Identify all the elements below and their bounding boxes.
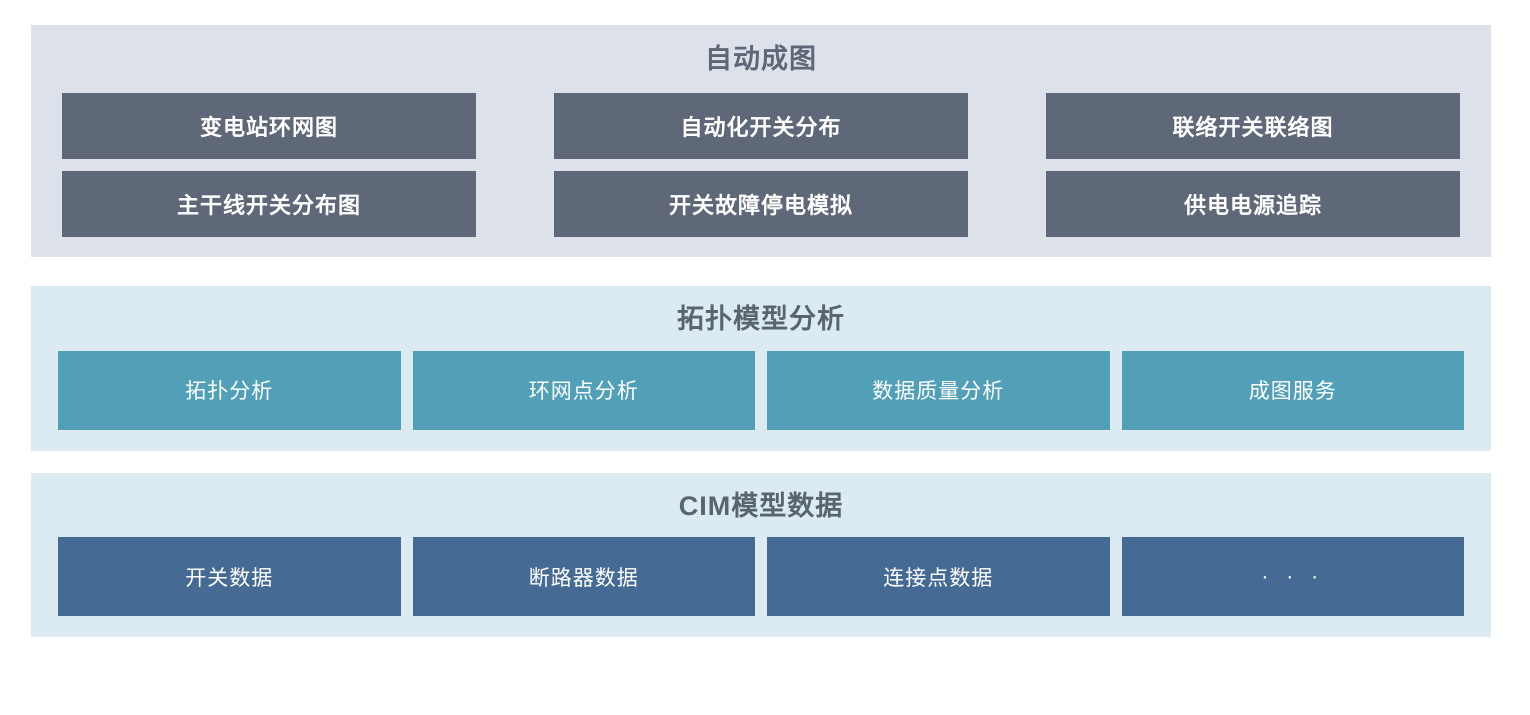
- section-topology-model-analysis: 拓扑模型分析 拓扑分析 环网点分析 数据质量分析 成图服务: [31, 285, 1491, 451]
- section-auto-mapping: 自动成图 变电站环网图 自动化开关分布 联络开关联络图 主干线开关分布图 开关故…: [31, 25, 1491, 257]
- section-title-topology-model-analysis: 拓扑模型分析: [677, 303, 845, 334]
- architecture-diagram: 自动成图 变电站环网图 自动化开关分布 联络开关联络图 主干线开关分布图 开关故…: [31, 25, 1491, 638]
- tile-mapping-service[interactable]: 成图服务: [1121, 350, 1464, 430]
- tile-ring-network-point-analysis[interactable]: 环网点分析: [412, 350, 755, 430]
- section-cim-model-data: CIM模型数据 开关数据 断路器数据 连接点数据 · · ·: [31, 472, 1491, 638]
- auto-mapping-row-1: 变电站环网图 自动化开关分布 联络开关联络图: [62, 92, 1460, 159]
- auto-mapping-row-2: 主干线开关分布图 开关故障停电模拟 供电电源追踪: [62, 170, 1460, 237]
- tile-substation-ring-network-diagram[interactable]: 变电站环网图: [62, 92, 476, 159]
- tile-trunk-line-switch-distribution-diagram[interactable]: 主干线开关分布图: [62, 170, 476, 237]
- tile-switch-data[interactable]: 开关数据: [58, 537, 401, 617]
- tile-data-quality-analysis[interactable]: 数据质量分析: [767, 350, 1110, 430]
- tile-topology-analysis[interactable]: 拓扑分析: [58, 350, 401, 430]
- tile-connectivity-node-data[interactable]: 连接点数据: [767, 537, 1110, 617]
- tile-power-supply-source-tracing[interactable]: 供电电源追踪: [1046, 170, 1460, 237]
- cim-model-data-row: 开关数据 断路器数据 连接点数据 · · ·: [58, 537, 1464, 617]
- tile-circuit-breaker-data[interactable]: 断路器数据: [412, 537, 755, 617]
- section-title-auto-mapping: 自动成图: [705, 44, 817, 74]
- tile-switch-fault-outage-simulation[interactable]: 开关故障停电模拟: [554, 170, 968, 237]
- section-title-cim-model-data: CIM模型数据: [678, 490, 844, 521]
- topology-analysis-row: 拓扑分析 环网点分析 数据质量分析 成图服务: [58, 350, 1464, 430]
- tile-automation-switch-distribution[interactable]: 自动化开关分布: [554, 92, 968, 159]
- tile-tie-switch-connection-diagram[interactable]: 联络开关联络图: [1046, 92, 1460, 159]
- tile-more-data-ellipsis[interactable]: · · ·: [1121, 537, 1464, 617]
